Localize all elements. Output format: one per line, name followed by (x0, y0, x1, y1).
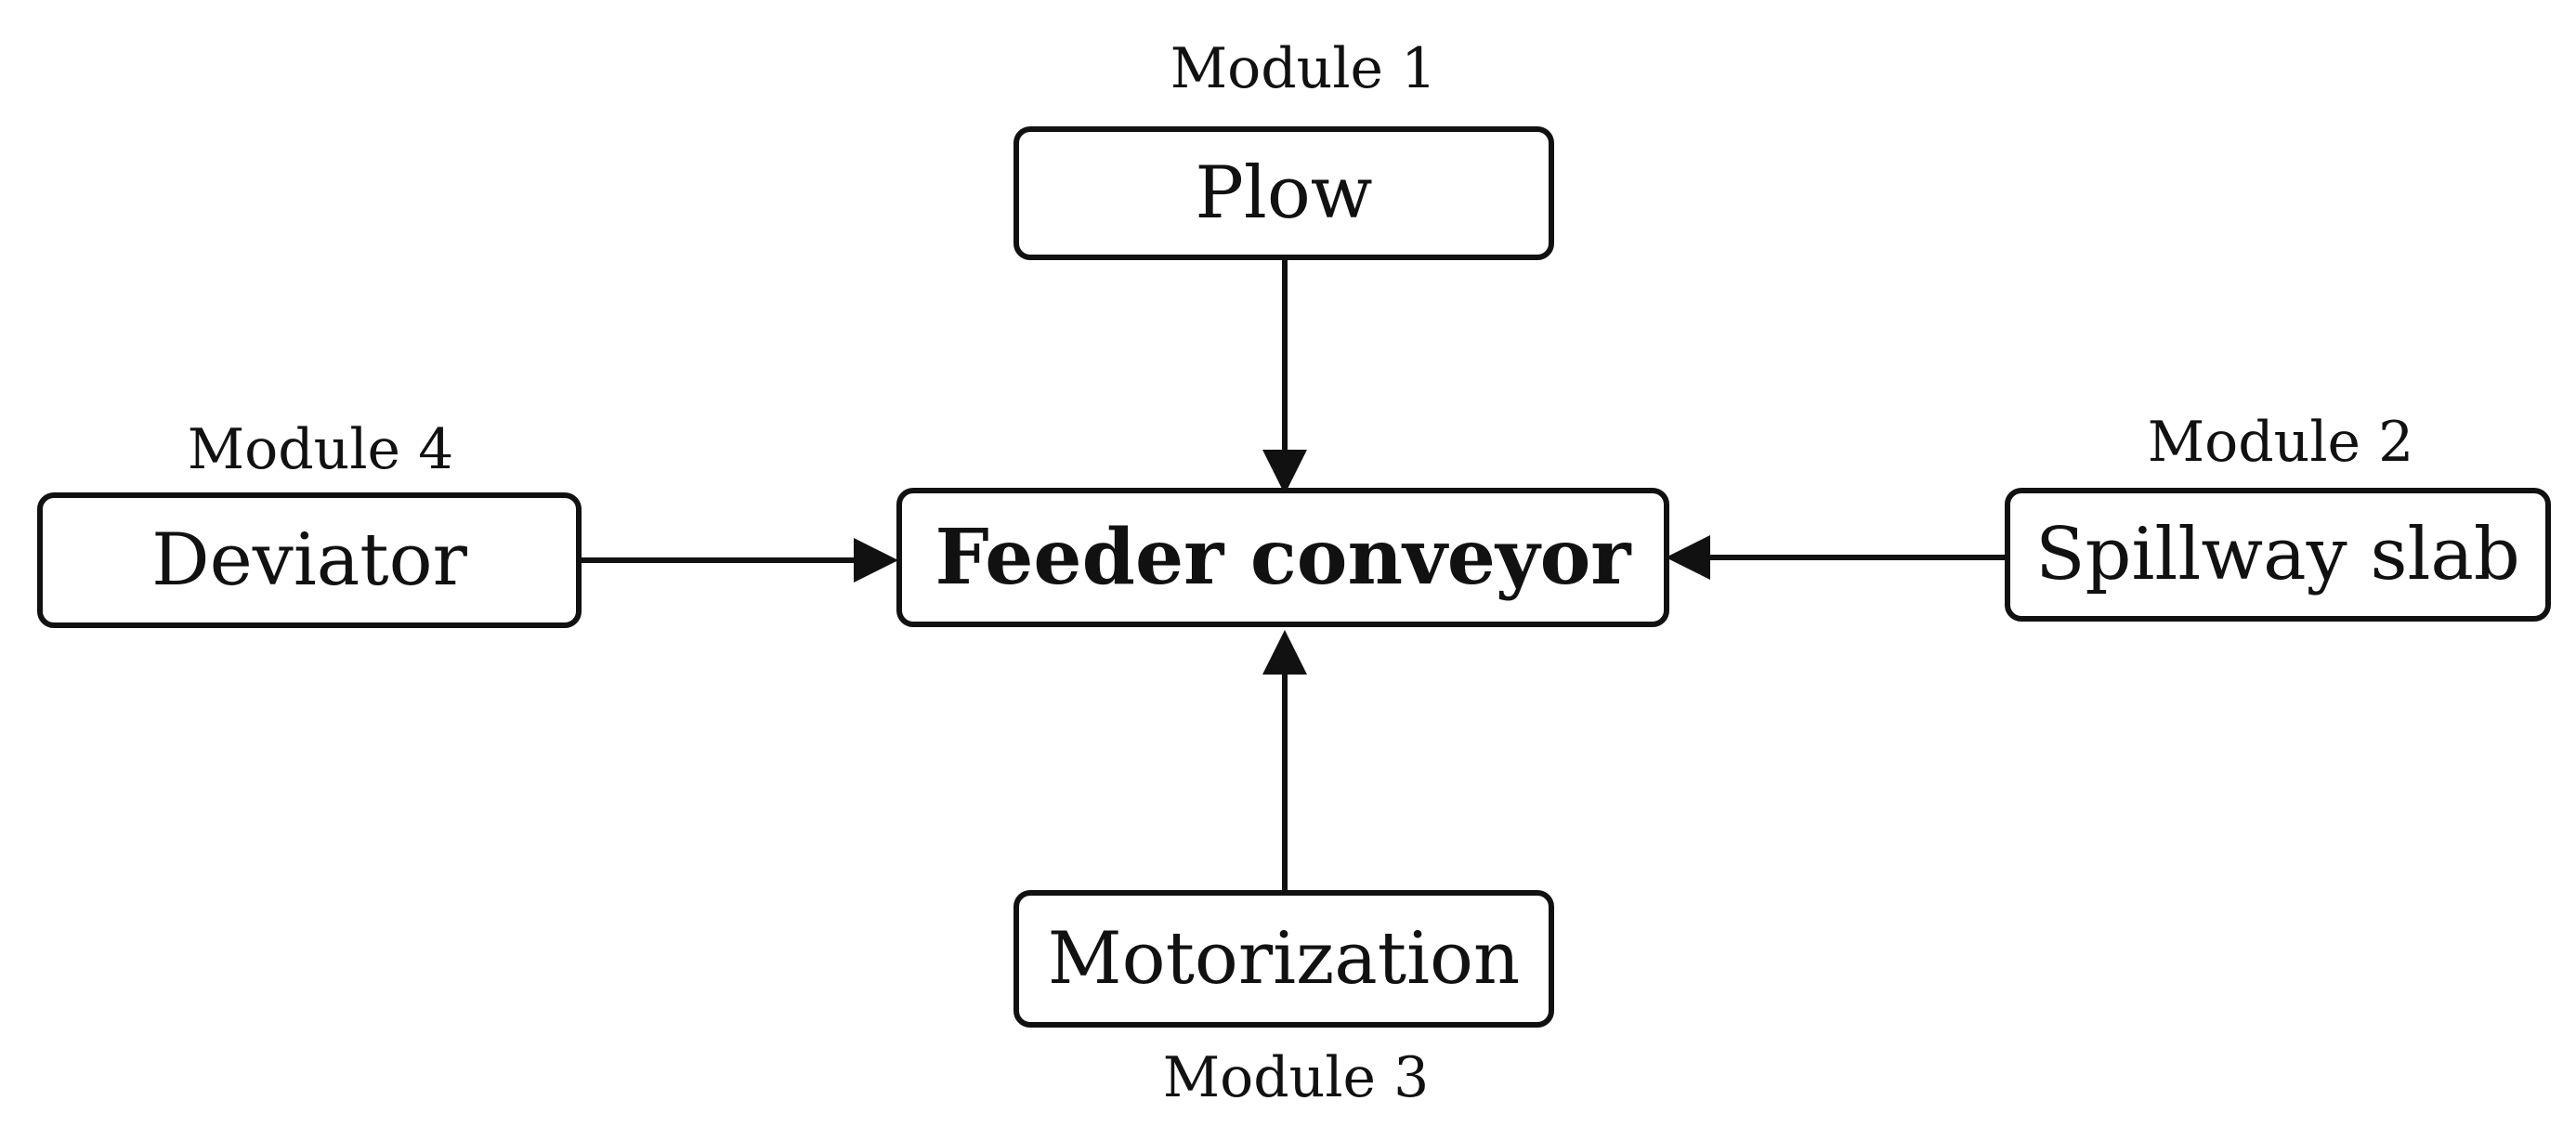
motorization-label: Motorization (1047, 917, 1521, 1001)
feeder-conveyor-label: Feeder conveyor (935, 513, 1631, 602)
module-4-label: Module 4 (187, 417, 454, 482)
plow-label: Plow (1195, 151, 1373, 235)
motorization-box: Motorization (1013, 890, 1554, 1028)
plow-box: Plow (1013, 126, 1554, 260)
module-3-label: Module 3 (1162, 1045, 1430, 1110)
module-2-label: Module 2 (2147, 410, 2414, 475)
feeder-conveyor-box: Feeder conveyor (896, 488, 1669, 627)
deviator-box: Deviator (37, 492, 582, 628)
spillway-slab-label: Spillway slab (2035, 513, 2520, 596)
spillway-slab-box: Spillway slab (2005, 488, 2551, 622)
deviator-label: Deviator (151, 518, 467, 602)
module-1-label: Module 1 (1170, 36, 1437, 101)
